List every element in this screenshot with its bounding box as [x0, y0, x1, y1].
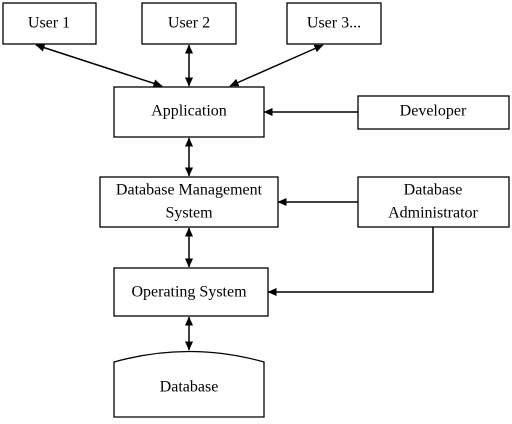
node-application: Application: [113, 86, 265, 138]
dbms-label-line2: System: [165, 205, 213, 222]
database-cylinder-icon: [113, 350, 265, 418]
dba-label-line2: Administrator: [388, 205, 478, 222]
os-label: Operating System: [131, 284, 247, 301]
edge-user1-application: [35, 43, 163, 88]
node-dba: Database Administrator: [357, 176, 510, 228]
user3-label: User 3...: [307, 15, 361, 32]
node-user2: User 2: [141, 2, 237, 45]
node-operating-system: Operating System: [113, 267, 269, 317]
dba-label-line1: Database: [404, 182, 463, 199]
connectors: [35, 43, 434, 351]
developer-label: Developer: [400, 103, 467, 120]
edge-user3-application: [229, 44, 324, 87]
node-database: Database: [113, 350, 265, 418]
database-label: Database: [160, 379, 219, 396]
edge-dba-os: [267, 227, 434, 297]
user2-label: User 2: [168, 15, 210, 32]
node-dbms: Database Management System: [99, 176, 279, 228]
application-label: Application: [151, 103, 227, 120]
node-user3: User 3...: [286, 2, 382, 45]
user1-label: User 1: [28, 15, 70, 32]
node-user1: User 1: [2, 2, 97, 45]
node-developer: Developer: [357, 95, 510, 130]
dbms-label-line1: Database Management: [116, 182, 263, 199]
